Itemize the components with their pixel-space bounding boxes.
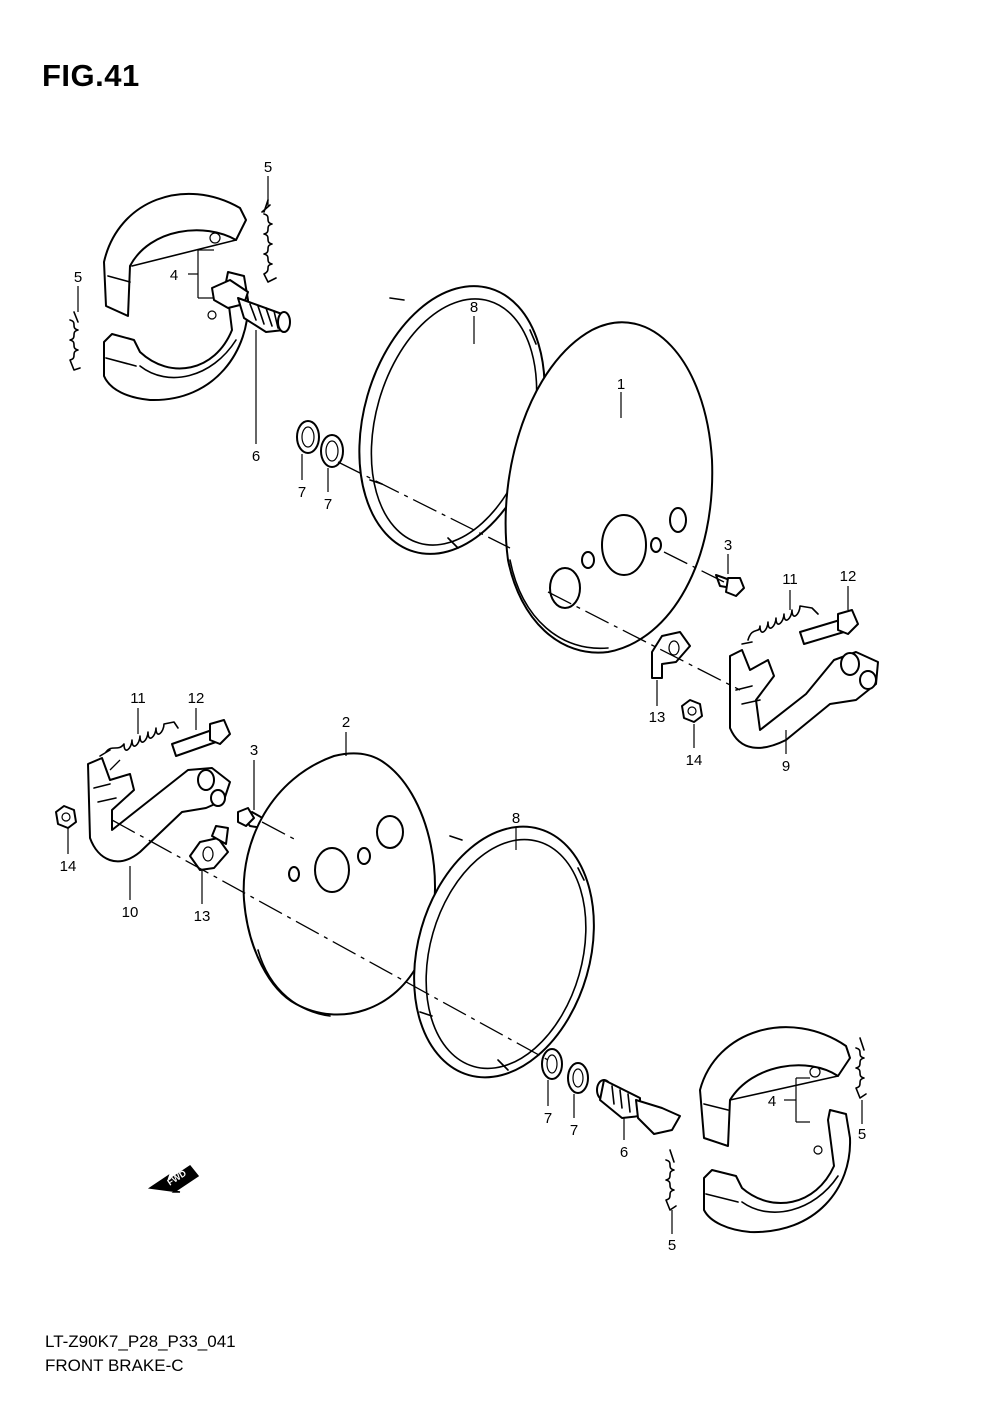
callout-1: 1 [617, 376, 625, 393]
callout-7: 7 [570, 1122, 578, 1139]
forward-direction-arrow: FWD [147, 1164, 200, 1193]
brake-camshaft-upper [211, 279, 291, 333]
brake-cam-lever-upper [729, 649, 879, 749]
assembly-center-lines [109, 461, 741, 1061]
seal-ring-lower [413, 825, 595, 1079]
bolt-upper-3 [715, 574, 745, 597]
return-spring-lower-b [855, 1037, 867, 1099]
drawing-name: FRONT BRAKE-C [45, 1356, 184, 1375]
callout-13: 13 [649, 709, 666, 726]
callout-4: 4 [768, 1093, 776, 1110]
callout-11: 11 [782, 571, 798, 588]
seal-ring-upper [358, 285, 546, 555]
return-spring-lower-11 [99, 721, 179, 757]
callout-14: 14 [60, 858, 77, 875]
cam-indicator-plate-lower [189, 825, 229, 871]
callout-5: 5 [74, 269, 82, 286]
washer-upper-a [296, 420, 320, 454]
callout-8: 8 [512, 810, 520, 827]
bolt-lower-12 [171, 719, 231, 757]
brake-panel-upper [504, 321, 714, 654]
callout-7: 7 [324, 496, 332, 513]
callout-8: 8 [470, 299, 478, 316]
brake-camshaft-lower [596, 1079, 681, 1135]
callout-14: 14 [686, 752, 703, 769]
callout-13: 13 [194, 908, 211, 925]
brake-panel-lower [242, 752, 436, 1017]
callout-12: 12 [840, 568, 857, 585]
callout-10: 10 [122, 904, 139, 921]
brake-shoe-upper-left [103, 193, 250, 402]
callout-11: 11 [130, 690, 146, 707]
brake-cam-lever-lower [87, 757, 231, 863]
callout-numbers: 5 5 4 8 1 6 7 7 3 11 12 13 14 9 11 12 3 … [60, 159, 867, 1254]
callout-4: 4 [170, 267, 178, 284]
return-spring-lower-a [665, 1149, 677, 1211]
callout-3: 3 [724, 537, 732, 554]
drawing-code: LT-Z90K7_P28_P33_041 [45, 1332, 236, 1351]
return-spring-upper-a [261, 199, 277, 283]
nut-upper-14 [681, 699, 703, 723]
figure-title: FIG.41 [42, 58, 140, 93]
callout-6: 6 [620, 1144, 628, 1161]
return-spring-upper-11 [741, 605, 819, 645]
callout-6: 6 [252, 448, 260, 465]
callout-9: 9 [782, 758, 790, 775]
return-spring-upper-b [69, 311, 81, 371]
callout-leaders [67, 176, 863, 1234]
callout-5: 5 [668, 1237, 676, 1254]
callout-7: 7 [544, 1110, 552, 1127]
callout-5: 5 [264, 159, 272, 176]
nut-lower-14 [55, 805, 77, 829]
callout-12: 12 [188, 690, 205, 707]
washer-lower-b [567, 1062, 589, 1094]
washer-upper-b [320, 434, 344, 468]
callout-3: 3 [250, 742, 258, 759]
bolt-upper-12 [799, 609, 859, 645]
callout-2: 2 [342, 714, 350, 731]
callout-7: 7 [298, 484, 306, 501]
callout-5: 5 [858, 1126, 866, 1143]
washer-lower-a [541, 1048, 563, 1080]
brake-shoe-lower-right [699, 1026, 852, 1234]
